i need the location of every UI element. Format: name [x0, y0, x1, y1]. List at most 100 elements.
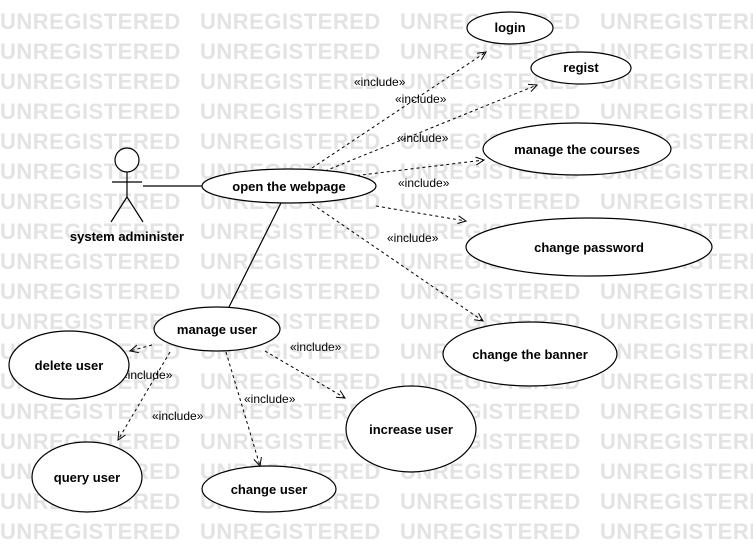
include-label-regist: «include» — [395, 92, 447, 106]
watermark-text: UNREGISTERED — [0, 279, 181, 304]
association-open-webpage-manage-user — [227, 202, 282, 310]
watermark-text: UNREGISTERED — [600, 309, 753, 334]
include-arrowhead-increase-user — [335, 390, 346, 399]
watermark-text: UNREGISTERED — [0, 159, 181, 184]
include-arrow-change-banner — [311, 203, 484, 322]
watermark-text: UNREGISTERED — [600, 279, 753, 304]
watermark-text: UNREGISTERED — [0, 69, 181, 94]
use-case-change-password[interactable]: change password — [465, 217, 713, 277]
watermark-text: UNREGISTERED — [200, 9, 381, 34]
include-arrowhead-change-banner — [474, 312, 484, 322]
include-label-change-password: «include» — [398, 176, 450, 190]
include-label-login: «include» — [354, 75, 406, 89]
use-case-manage-courses-label: manage the courses — [514, 142, 640, 157]
watermark-text: UNREGISTERED — [0, 519, 181, 544]
watermark-text: UNREGISTERED — [400, 189, 581, 214]
watermark-text: UNREGISTERED — [0, 249, 181, 274]
watermark-text: UNREGISTERED — [0, 399, 181, 424]
use-case-login[interactable]: login — [466, 11, 554, 45]
watermark-text: UNREGISTERED — [0, 9, 181, 34]
watermark-text: UNREGISTERED — [0, 129, 181, 154]
watermark-text: UNREGISTERED — [0, 309, 181, 334]
use-case-manage-user[interactable]: manage user — [153, 306, 281, 352]
watermark-text: UNREGISTERED — [200, 129, 381, 154]
actor-right-leg — [126, 196, 144, 223]
use-case-change-banner-label: change the banner — [472, 347, 588, 362]
actor-label: system administer — [70, 229, 184, 244]
watermark-text: UNREGISTERED — [200, 99, 381, 124]
watermark-text: UNREGISTERED — [600, 489, 753, 514]
include-arrowhead-regist — [527, 83, 539, 93]
watermark-text: UNREGISTERED — [400, 279, 581, 304]
use-case-open-webpage-label: open the webpage — [232, 179, 345, 194]
include-arrow-manage-courses — [344, 159, 485, 178]
watermark-text: UNREGISTERED — [600, 189, 753, 214]
actor-head — [114, 147, 140, 173]
actor-left-leg — [110, 196, 128, 223]
watermark-text: UNREGISTERED — [200, 249, 381, 274]
use-case-regist[interactable]: regist — [530, 51, 632, 85]
use-case-open-webpage[interactable]: open the webpage — [201, 168, 377, 204]
watermark-text: UNREGISTERED — [600, 369, 753, 394]
use-case-change-user[interactable]: change user — [201, 465, 337, 513]
watermark-text: UNREGISTERED — [0, 219, 181, 244]
watermark-text: UNREGISTERED — [0, 189, 181, 214]
use-case-change-banner[interactable]: change the banner — [442, 321, 618, 387]
include-label-change-user: «include» — [244, 392, 296, 406]
watermark-text: UNREGISTERED — [600, 519, 753, 544]
include-arrow-regist — [324, 84, 538, 172]
watermark-text: UNREGISTERED — [400, 519, 581, 544]
include-arrow-query-user — [117, 351, 171, 441]
watermark-text: UNREGISTERED — [600, 429, 753, 454]
include-labels: «include» «include» «include» «include» … — [121, 75, 450, 423]
watermark-text: UNREGISTERED — [600, 39, 753, 64]
watermark-text: UNREGISTERED — [400, 99, 581, 124]
watermark-text: UNREGISTERED — [200, 39, 381, 64]
watermark-text: UNREGISTERED — [400, 549, 581, 553]
watermark-text: UNREGISTERED — [200, 549, 381, 553]
use-case-login-label: login — [494, 20, 525, 35]
use-case-manage-courses[interactable]: manage the courses — [482, 122, 672, 176]
watermark-text: UNREGISTERED — [0, 39, 181, 64]
use-case-query-user[interactable]: query user — [31, 441, 143, 513]
watermark-text: UNREGISTERED — [200, 279, 381, 304]
include-dependencies — [117, 51, 539, 468]
watermark-text: UNREGISTERED — [600, 399, 753, 424]
include-arrow-delete-user — [129, 344, 153, 352]
include-arrowhead-query-user — [117, 430, 126, 441]
include-arrowhead-login — [477, 51, 487, 61]
include-arrow-login — [311, 51, 487, 169]
watermark-text: UNREGISTERED — [200, 219, 381, 244]
use-case-delete-user[interactable]: delete user — [8, 330, 130, 400]
watermark-text: UNREGISTERED — [200, 519, 381, 544]
include-label-manage-courses: «include» — [397, 131, 449, 145]
watermark-text: UNREGISTERED — [600, 459, 753, 484]
include-label-delete-user: «include» — [121, 368, 173, 382]
include-label-change-banner: «include» — [387, 231, 439, 245]
include-label-query-user: «include» — [152, 409, 204, 423]
watermark-text: UNREGISTERED — [0, 99, 181, 124]
actor-system-administer[interactable]: system administer — [70, 147, 184, 244]
watermark-text: UNREGISTERED — [600, 9, 753, 34]
watermark-text: UNREGISTERED — [400, 489, 581, 514]
include-arrowhead-change-password — [457, 215, 468, 224]
include-label-increase-user: «include» — [290, 340, 342, 354]
include-arrowhead-manage-courses — [475, 156, 486, 166]
use-case-increase-user-label: increase user — [369, 422, 453, 437]
use-case-query-user-label: query user — [54, 470, 120, 485]
use-case-regist-label: regist — [563, 60, 599, 75]
watermark-text: UNREGISTERED — [200, 69, 381, 94]
watermark-text: UNREGISTERED — [600, 99, 753, 124]
watermark-text: UNREGISTERED — [0, 549, 181, 553]
include-arrowhead-delete-user — [128, 344, 139, 354]
include-arrow-change-user — [225, 351, 261, 467]
use-case-manage-user-label: manage user — [177, 322, 257, 337]
watermark-text: UNREGISTERED — [200, 369, 381, 394]
use-case-delete-user-label: delete user — [35, 358, 104, 373]
use-case-change-user-label: change user — [231, 482, 308, 497]
watermark-text: UNREGISTERED — [600, 549, 753, 553]
use-case-increase-user[interactable]: increase user — [345, 385, 477, 473]
watermark-text: UNREGISTERED — [600, 339, 753, 364]
